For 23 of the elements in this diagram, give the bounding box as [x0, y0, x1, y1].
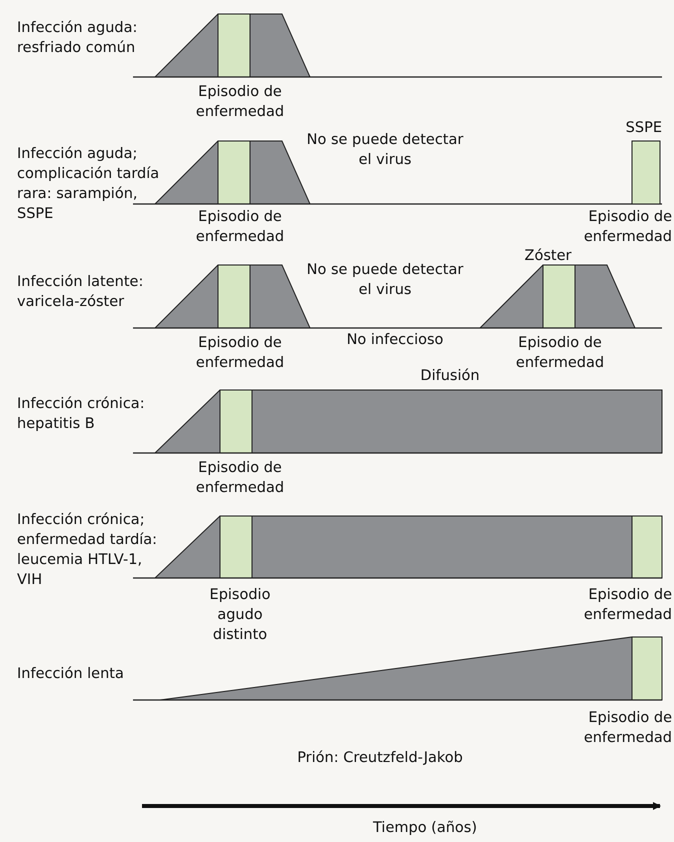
- row-label: Prión: Creutzfeld-Jakob: [296, 749, 464, 768]
- row-label: Zóster: [524, 247, 572, 266]
- row-label: Infección aguda: resfriado común: [17, 19, 138, 58]
- row-label: Infección aguda; complicación tardía rara: sarampión, SSPE: [17, 145, 160, 224]
- row-label: Difusión: [419, 367, 481, 386]
- row-label: No se puede detectar el virus: [306, 131, 464, 170]
- row-label: Episodio de enfermedad: [194, 208, 286, 247]
- row-label: Infección latente: varicela-zóster: [17, 273, 144, 312]
- row-label: Episodio de enfermedad: [582, 208, 672, 247]
- row-label: Infección lenta: [17, 665, 125, 684]
- row-label: Episodio de enfermedad: [194, 459, 286, 498]
- row-label: No se puede detectar el virus: [306, 261, 464, 300]
- row-label: Tiempo (años): [372, 819, 478, 838]
- row-label: Infección crónica; enfermedad tardía: leucemia HTLV-1, VIH: [17, 511, 158, 590]
- row-label: No infeccioso: [346, 331, 444, 350]
- row-label: Episodio de enfermedad: [194, 83, 286, 122]
- row-label: Episodio de enfermedad: [194, 334, 286, 373]
- row-label: SSPE: [624, 119, 662, 138]
- row-label: Episodio de enfermedad: [582, 586, 672, 625]
- row-label: Infección crónica: hepatitis B: [17, 395, 146, 434]
- row-label: Episodio de enfermedad: [582, 709, 672, 748]
- row-label: Episodio de enfermedad: [514, 334, 606, 373]
- row-label: Episodio agudo distinto: [208, 586, 272, 645]
